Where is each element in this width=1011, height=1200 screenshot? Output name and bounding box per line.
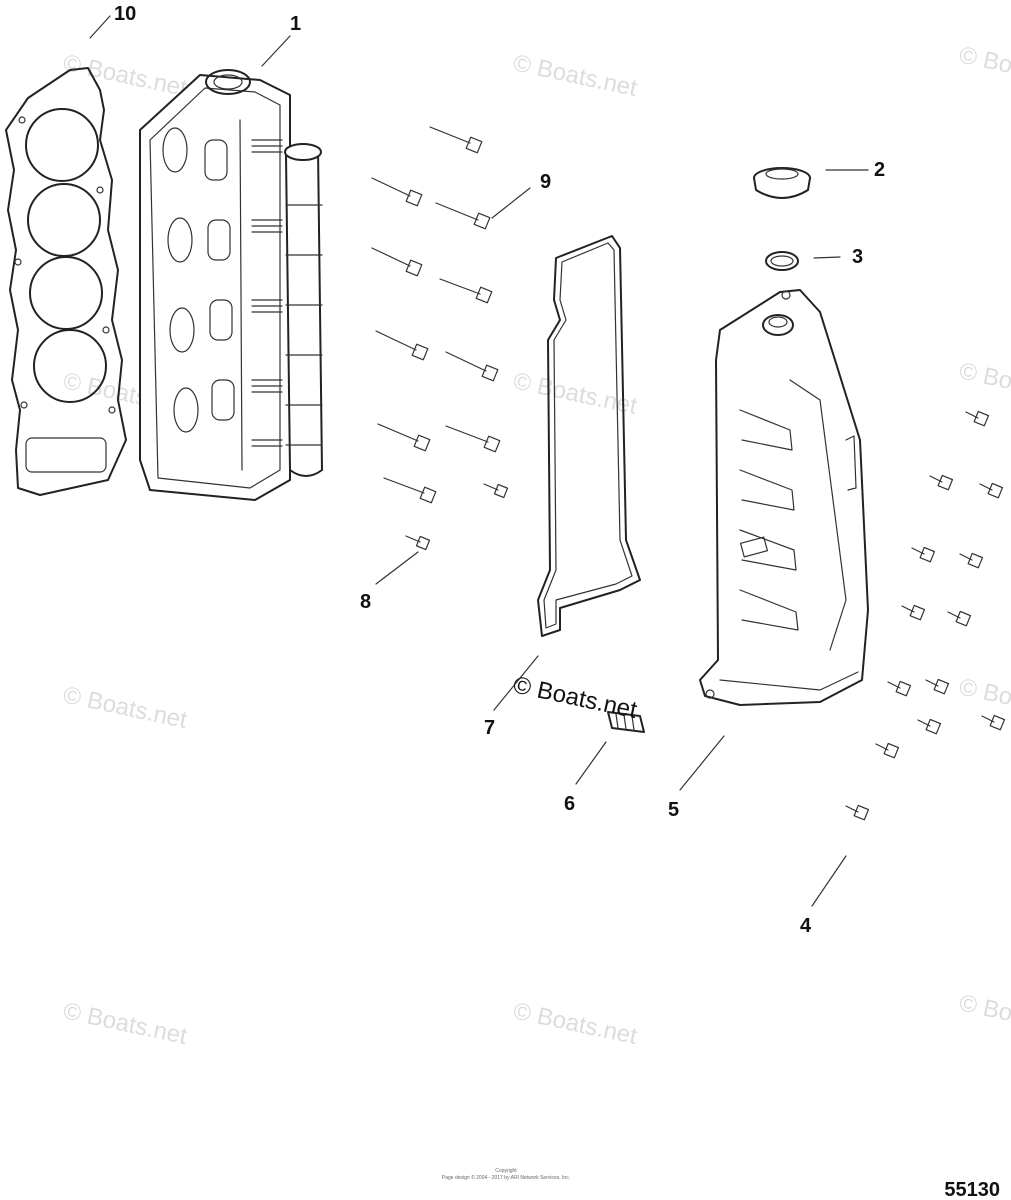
long-bolts <box>371 126 509 551</box>
oil-fill-cap <box>753 167 811 199</box>
watermark: © Boats.net <box>957 41 1011 94</box>
callout-5: 5 <box>668 799 679 821</box>
o-ring <box>765 251 799 271</box>
callout-9: 9 <box>540 171 551 193</box>
watermark: © Boats.net <box>511 49 640 102</box>
callout-10: 10 <box>114 3 136 25</box>
callout-1: 1 <box>290 13 301 35</box>
callout-7: 7 <box>484 717 495 739</box>
callout-2: 2 <box>874 159 885 181</box>
watermark: © Boats.net <box>957 673 1011 726</box>
callout-6: 6 <box>564 793 575 815</box>
callout-4: 4 <box>800 915 812 937</box>
watermark: © Boats.net <box>957 989 1011 1042</box>
valve-cover <box>699 289 869 706</box>
watermark: © Boats.net <box>61 681 190 734</box>
callouts: 1 2 3 4 5 6 7 8 9 10 <box>114 3 885 937</box>
figure-number: 55130 <box>944 1179 1000 1200</box>
footer-page-design: Page design © 2004 - 2017 by ARI Network… <box>442 1174 570 1181</box>
cover-gasket <box>537 235 641 637</box>
footer-copyright: Copyright <box>495 1168 517 1174</box>
clip <box>607 711 645 733</box>
watermark: © Boats.net <box>61 997 190 1050</box>
watermark-center: © Boats.net <box>511 671 640 724</box>
short-bolts <box>845 410 1006 821</box>
watermark: © Boats.net <box>511 367 640 420</box>
head-gasket <box>5 67 127 496</box>
callout-8: 8 <box>360 591 371 613</box>
watermark: © Boats.net <box>957 357 1011 410</box>
watermark: © Boats.net <box>511 997 640 1050</box>
callout-3: 3 <box>852 246 863 268</box>
leader-lines <box>89 15 869 907</box>
cylinder-head <box>139 69 323 501</box>
watermark: © Boats.net <box>61 49 190 102</box>
